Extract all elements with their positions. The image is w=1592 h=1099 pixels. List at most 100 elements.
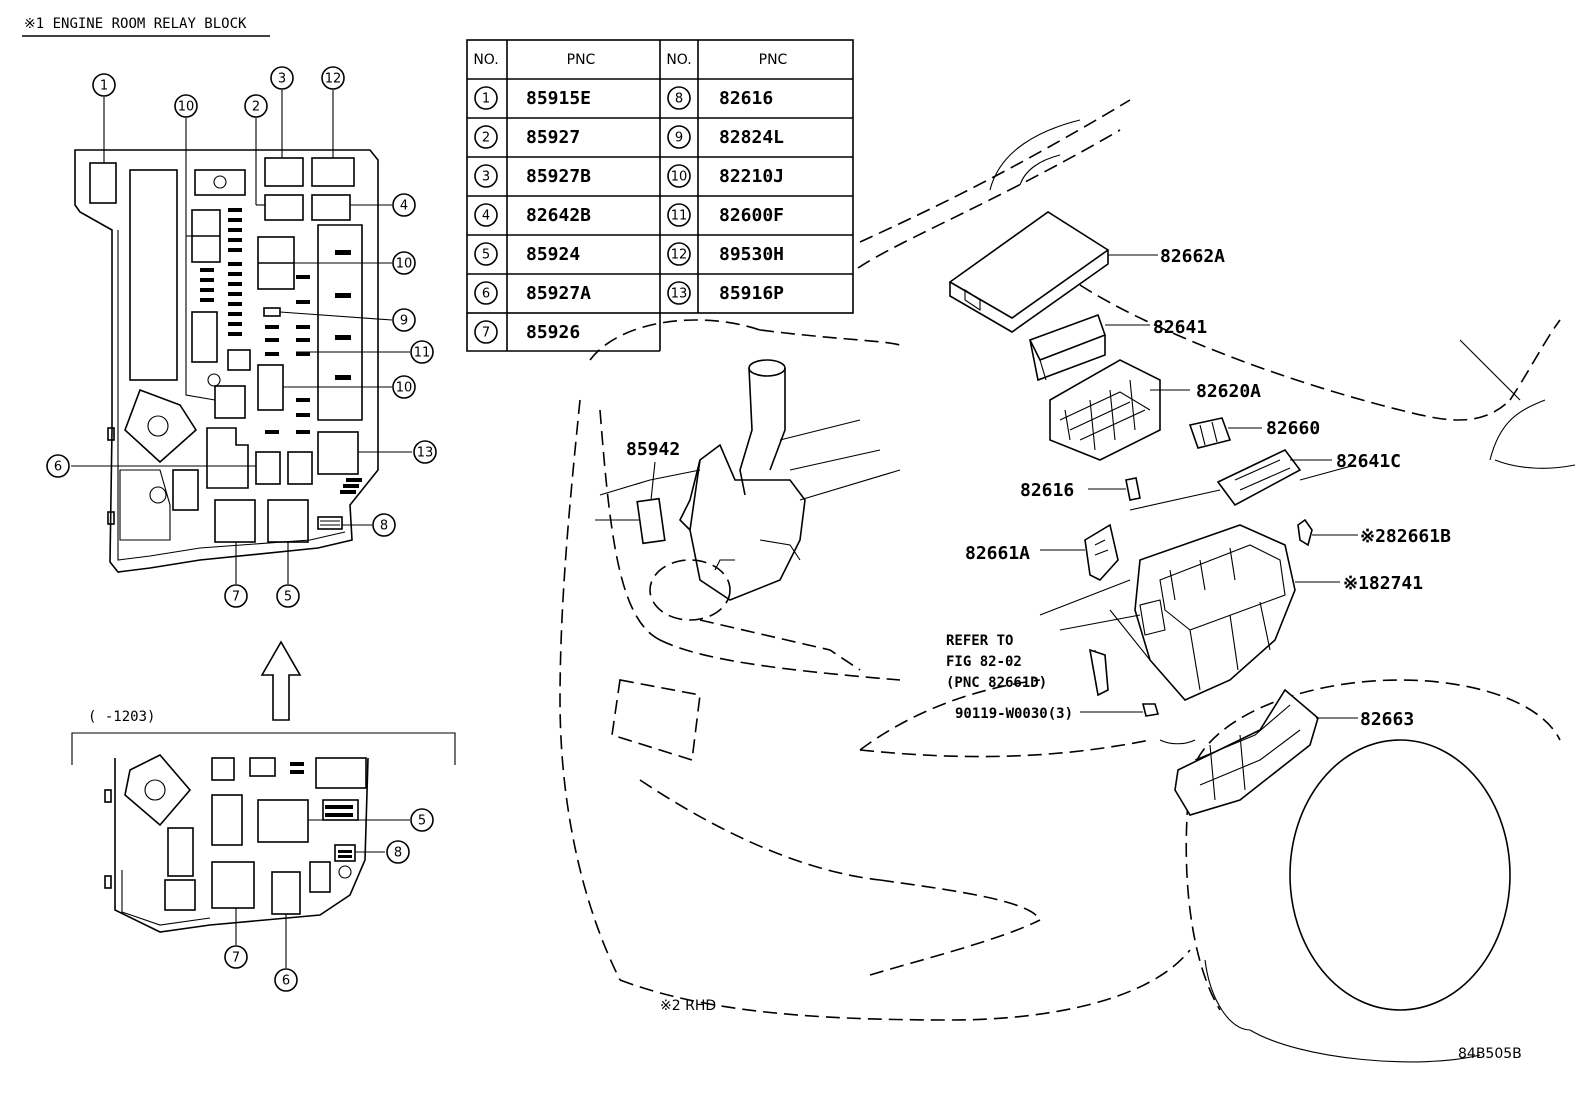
table-row-number: 13 (667, 281, 691, 305)
callout-number: 10 (178, 100, 195, 115)
lower-relay-callout: 8 (386, 840, 410, 864)
callout-circle (274, 968, 298, 992)
section-title: ※1 ENGINE ROOM RELAY BLOCK (24, 16, 247, 32)
table-cell-pnc: 85924 (526, 244, 580, 265)
table-header-pnc-right: PNC (759, 52, 788, 68)
callout-circle (392, 193, 416, 217)
table-row-number: 4 (474, 203, 498, 227)
part-label-82641c: 82641C (1336, 451, 1401, 472)
callout-circle (92, 73, 116, 97)
relay-callout: 6 (46, 454, 70, 478)
callout-circle (174, 94, 198, 118)
table-row-number: 2 (474, 125, 498, 149)
table-row-number: 10 (667, 164, 691, 188)
callout-circle (244, 94, 268, 118)
callout-circle (46, 454, 70, 478)
table-cell-pnc: 82616 (719, 88, 773, 109)
part-label-82661b: ※282661B (1360, 526, 1451, 547)
table-row-number: 11 (667, 203, 691, 227)
footnote-rhd: ※2 RHD (660, 998, 716, 1014)
part-label-82660: 82660 (1266, 418, 1320, 439)
callout-circle (372, 513, 396, 537)
callout-circle (474, 281, 498, 305)
relay-callout: 2 (244, 94, 268, 118)
table-cell-pnc: 82600F (719, 205, 784, 226)
table-cell-pnc: 82824L (719, 127, 784, 148)
part-label-82616: 82616 (1020, 480, 1074, 501)
callout-circle (667, 164, 691, 188)
table-row-number: 12 (667, 242, 691, 266)
relay-callout: 12 (321, 66, 345, 90)
table-header-pnc-left: PNC (567, 52, 596, 68)
table-header-no-right: NO. (666, 52, 691, 68)
callout-number: 7 (232, 951, 240, 966)
relay-block-lower-view (104, 754, 410, 968)
table-cell-pnc: 85916P (719, 283, 784, 304)
table-row-number: 9 (667, 125, 691, 149)
table-cell-pnc: 85927B (526, 166, 591, 187)
callout-circle (474, 164, 498, 188)
part-label-82661a: 82661A (965, 543, 1030, 564)
table-row-number: 6 (474, 281, 498, 305)
callout-number: 2 (482, 131, 490, 146)
part-label-85942: 85942 (626, 439, 680, 460)
table-row-number: 7 (474, 320, 498, 344)
callout-number: 1 (482, 92, 490, 107)
lower-relay-callout: 5 (410, 808, 434, 832)
lower-block-range: ( -1203) (88, 709, 155, 725)
callout-number: 3 (482, 170, 490, 185)
relay-callout: 7 (224, 584, 248, 608)
callout-number: 12 (325, 72, 342, 87)
table-cell-pnc: 85915E (526, 88, 591, 109)
callout-circle (224, 584, 248, 608)
callout-number: 6 (482, 287, 490, 302)
relay-callout: 9 (392, 308, 416, 332)
relay-callout: 11 (410, 340, 434, 364)
callout-number: 9 (400, 314, 408, 329)
callout-number: 5 (284, 590, 292, 605)
part-label-82641: 82641 (1153, 317, 1207, 338)
callout-circle (321, 66, 345, 90)
callout-number: 10 (671, 170, 688, 185)
lower-relay-callout: 7 (224, 945, 248, 969)
callout-number: 4 (400, 199, 408, 214)
callout-circle (413, 440, 437, 464)
relay-callout: 10 (392, 375, 416, 399)
callout-number: 8 (675, 92, 683, 107)
lower-relay-callout: 6 (274, 968, 298, 992)
callout-number: 10 (396, 381, 413, 396)
relay-callout: 13 (413, 440, 437, 464)
callout-circle (392, 251, 416, 275)
callout-number: 8 (394, 846, 402, 861)
table-row-number: 8 (667, 86, 691, 110)
callout-number: 12 (671, 248, 688, 263)
lower-block-bracket (71, 732, 456, 765)
part-label-82741: ※182741 (1343, 573, 1423, 594)
table-row-number: 3 (474, 164, 498, 188)
callout-circle (474, 242, 498, 266)
relay-callout: 10 (174, 94, 198, 118)
relay-callout: 1 (92, 73, 116, 97)
callout-circle (224, 945, 248, 969)
callout-number: 1 (100, 79, 108, 94)
callout-number: 8 (380, 519, 388, 534)
callout-circle (392, 375, 416, 399)
relay-block-top-view (71, 90, 412, 584)
callout-number: 3 (278, 72, 286, 87)
table-header-no-left: NO. (473, 52, 498, 68)
callout-number: 13 (671, 287, 688, 302)
relay-callout: 5 (276, 584, 300, 608)
callout-circle (667, 242, 691, 266)
callout-circle (270, 66, 294, 90)
vehicle-outline (559, 99, 1576, 1063)
table-cell-pnc: 82642B (526, 205, 591, 226)
callout-number: 5 (482, 248, 490, 263)
callout-number: 9 (675, 131, 683, 146)
refer-to-line1: REFER TO (946, 633, 1013, 649)
callout-number: 4 (482, 209, 490, 224)
part-label-82620a: 82620A (1196, 381, 1261, 402)
up-arrow-icon (260, 640, 302, 721)
refer-to-line3: (PNC 82661D) (946, 675, 1047, 691)
callout-circle (474, 125, 498, 149)
